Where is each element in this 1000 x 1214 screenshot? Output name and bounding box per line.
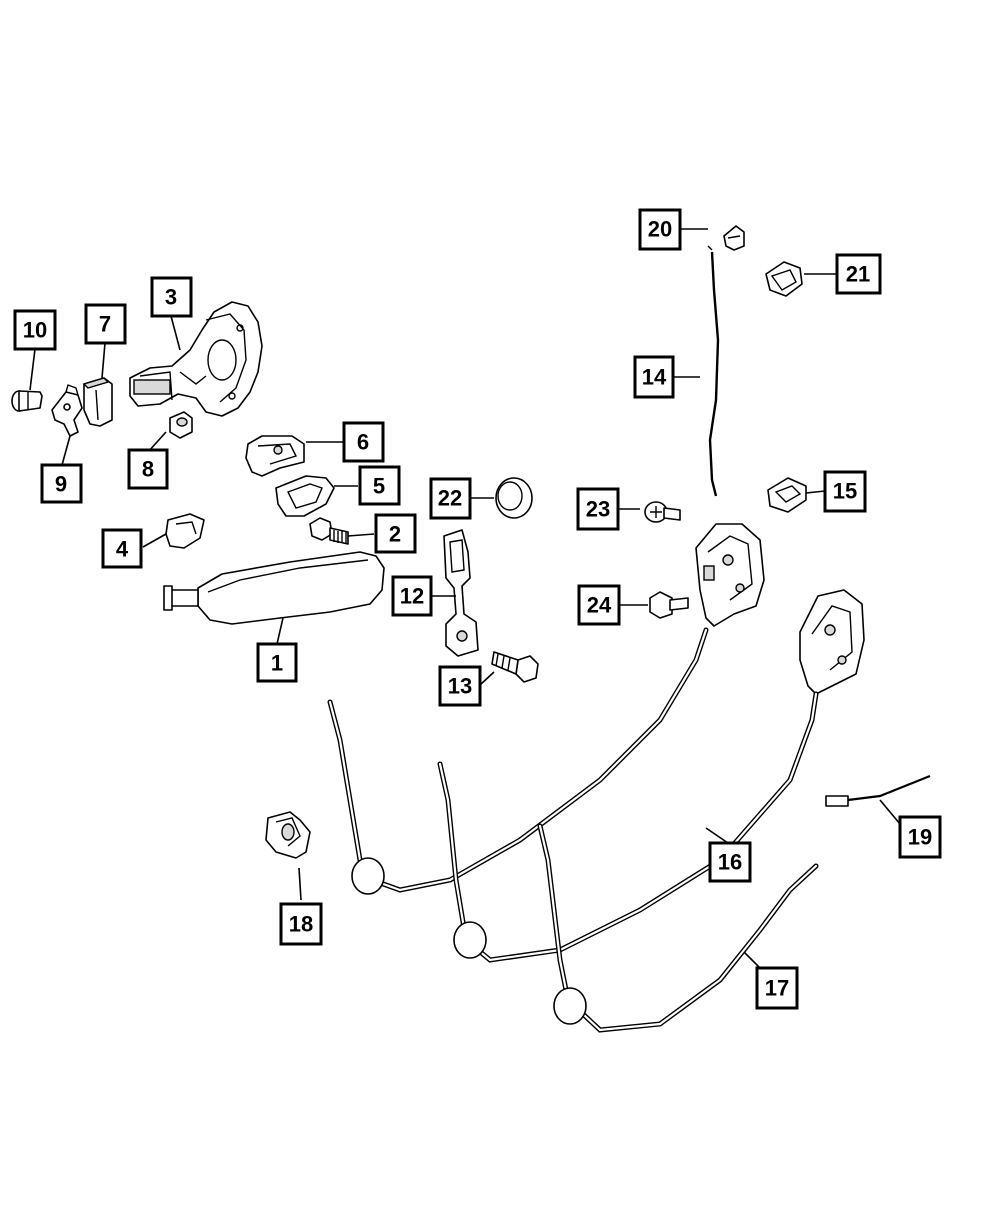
callout-10: 10 — [13, 309, 57, 351]
svg-text:5: 5 — [373, 474, 385, 499]
callout-9: 9 — [40, 463, 83, 504]
cable-b — [437, 691, 819, 963]
svg-text:4: 4 — [116, 537, 129, 562]
part-2-screw — [309, 517, 349, 545]
svg-text:22: 22 — [438, 486, 462, 511]
part-19-rod — [825, 774, 931, 807]
callout-12: 12 — [391, 575, 433, 617]
part-20-clip — [723, 225, 745, 251]
svg-text:6: 6 — [357, 430, 369, 455]
svg-text:24: 24 — [587, 593, 612, 618]
svg-text:1: 1 — [271, 651, 283, 676]
cable-17 — [537, 823, 819, 1033]
part-12-bracket — [443, 529, 479, 657]
part-8-bushing — [169, 411, 193, 439]
part-21-clip-nut — [765, 261, 803, 297]
callout-1: 1 — [256, 642, 298, 683]
svg-text:16: 16 — [718, 850, 742, 875]
part-3-carrier — [129, 301, 263, 417]
callout-5: 5 — [358, 465, 401, 506]
callout-15: 15 — [823, 470, 867, 513]
part-22-cap — [495, 477, 533, 519]
callout-8: 8 — [127, 448, 169, 490]
svg-text:13: 13 — [448, 674, 472, 699]
svg-text:20: 20 — [648, 217, 672, 242]
svg-text:3: 3 — [165, 285, 177, 310]
svg-text:23: 23 — [586, 497, 610, 522]
callout-3: 3 — [150, 276, 193, 318]
callout-6: 6 — [342, 421, 385, 463]
latch-front — [695, 523, 765, 627]
part-14-rod — [707, 245, 720, 497]
part-24-bolt — [649, 591, 689, 619]
part-5-bezel — [275, 475, 335, 517]
part-1-handle — [163, 551, 385, 625]
callout-18: 18 — [279, 902, 323, 946]
callout-14: 14 — [633, 355, 675, 399]
svg-text:7: 7 — [99, 312, 111, 337]
svg-text:17: 17 — [765, 976, 789, 1001]
svg-text:15: 15 — [833, 479, 857, 504]
svg-text:8: 8 — [142, 457, 154, 482]
svg-text:19: 19 — [908, 825, 932, 850]
part-23-screw — [644, 501, 681, 523]
part-7-block — [82, 377, 113, 427]
part-13-bolt — [491, 651, 539, 683]
latch-rear — [799, 589, 865, 695]
callout-21: 21 — [835, 253, 882, 295]
cable-a — [327, 627, 709, 895]
svg-text:9: 9 — [55, 472, 67, 497]
svg-text:21: 21 — [846, 262, 870, 287]
callout-7: 7 — [84, 303, 127, 345]
svg-text:12: 12 — [400, 584, 424, 609]
svg-text:10: 10 — [23, 318, 47, 343]
callout-13: 13 — [438, 665, 482, 707]
svg-text:18: 18 — [289, 912, 313, 937]
callout-17: 17 — [755, 966, 799, 1010]
svg-text:2: 2 — [389, 522, 401, 547]
callout-2: 2 — [374, 513, 417, 554]
part-18-clip — [265, 811, 311, 859]
part-10-clip — [11, 390, 43, 412]
part-9-bracket — [51, 384, 83, 437]
callout-16: 16 — [708, 841, 752, 883]
callout-19: 19 — [898, 815, 942, 859]
leader-lines — [29, 228, 901, 969]
callout-22: 22 — [429, 477, 472, 520]
callout-24: 24 — [577, 584, 621, 626]
callout-23: 23 — [576, 487, 620, 531]
svg-text:14: 14 — [642, 365, 667, 390]
part-4-cap — [165, 513, 205, 549]
part-6-gasket — [245, 435, 305, 477]
callout-4: 4 — [101, 528, 143, 569]
part-15-clip-nut — [767, 477, 807, 513]
callout-20: 20 — [638, 208, 682, 251]
